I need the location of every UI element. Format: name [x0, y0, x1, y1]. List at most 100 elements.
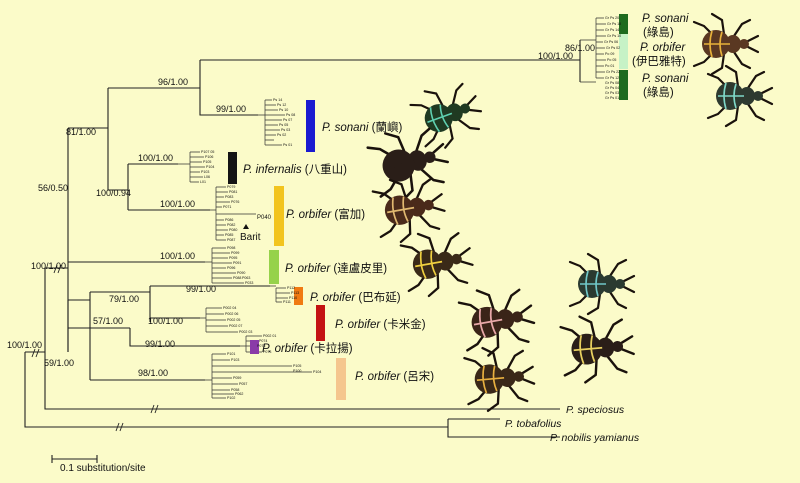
tip-label: P104 — [206, 165, 214, 169]
support-value: 57/1.00 — [93, 316, 123, 326]
clade-label-babuyan: P. orbifer (巴布延) — [310, 291, 401, 304]
tip-label: Ps 14 — [273, 98, 282, 102]
support-value: 56/0.50 — [38, 183, 68, 193]
clade-bars — [228, 14, 628, 400]
tip-label: P098 — [227, 246, 235, 250]
luzon-beetle — [462, 342, 538, 414]
tip-label: Gr Ps 12 — [605, 76, 619, 80]
support-value: 81/1.00 — [66, 127, 96, 137]
tip-label: P075 — [257, 344, 265, 348]
support-values: 96/1.00 86/1.00 100/1.00 99/1.00 81/1.00… — [7, 43, 595, 378]
tip-label: P076 — [231, 200, 239, 204]
clade-label-green-top-place: (綠島) — [643, 25, 674, 39]
dalupiri-beetle — [398, 224, 478, 301]
tip-label: P105 — [293, 364, 301, 368]
clade-labels: P. sonani (綠島) P. orbifer (伊巴雅特) P. sona… — [240, 13, 689, 383]
tip-label: Gr Ps 08 — [605, 81, 619, 85]
outgroup-labels: P. speciosus P. tobafolius P. nobilis ya… — [505, 404, 640, 444]
tip-label: Gr Ps 14 — [605, 28, 619, 32]
green-island-beetle-2 — [706, 64, 774, 128]
tip-fan-babuyan — [270, 285, 290, 303]
clade-label-lanyu: P. sonani (蘭嶼) — [322, 120, 402, 134]
support-value: 100/1.00 — [160, 251, 195, 261]
tip-label: P002 01 — [263, 334, 276, 338]
tip-label: P096 — [227, 266, 235, 270]
tip-labels: Gr Ps 20 Gr Ps 18 Gr Ps 14 Gr Ps 10 Gr P… — [200, 16, 621, 400]
tip-label: P111 — [283, 300, 291, 304]
support-value: 99/1.00 — [145, 339, 175, 349]
support-value: 86/1.00 — [565, 43, 595, 53]
tip-label: P112 — [287, 286, 295, 290]
fuga-beetle — [370, 170, 450, 247]
scale-bar-label: 0.1 substitution/site — [60, 463, 146, 474]
tip-label: Gr Ps 03 — [605, 91, 619, 95]
clade-label-calayan: P. orbifer (卡拉揚) — [262, 341, 353, 355]
tip-fan-lanyu — [258, 99, 285, 146]
clade-label-fuga: P. orbifer (富加) — [286, 207, 365, 221]
support-value: 79/1.00 — [109, 294, 139, 304]
infernalis-beetle — [364, 118, 456, 207]
tip-fan-dalupiri — [205, 247, 244, 284]
barit-arrow — [243, 224, 249, 229]
tip-label: P106 — [205, 155, 213, 159]
clade-label-pale: P. orbifer — [640, 42, 686, 54]
babuyan-beetle — [568, 252, 636, 316]
bar-orange — [294, 287, 303, 305]
green-island-beetle-1 — [692, 12, 760, 76]
tip-label: P103 — [201, 170, 209, 174]
bar-yellow — [274, 186, 284, 246]
tip-label: Po 05 — [607, 58, 616, 62]
support-value: 100/1.00 — [538, 51, 573, 61]
tip-label: P110 — [289, 296, 297, 300]
tip-label: P103 — [231, 358, 239, 362]
support-value: 100/1.00 — [148, 316, 183, 326]
bar-green-bottom — [619, 70, 628, 100]
tip-label: Ps 12 — [277, 103, 286, 107]
tip-label: Gr Ps 04 — [605, 86, 619, 90]
tip-label: P104 — [313, 370, 321, 374]
bar-purple — [250, 340, 259, 354]
tip-fan-green — [580, 17, 606, 83]
scale-bar: 0.1 substitution/site — [51, 455, 146, 474]
tip-label: P058 — [231, 388, 239, 392]
support-value: 99/1.00 — [216, 104, 246, 114]
clade-label-green-bottom: P. sonani — [642, 73, 689, 85]
support-value: 100/0.94 — [96, 188, 131, 198]
tip-label: L01 — [200, 180, 206, 184]
tip-label: P071 — [223, 205, 231, 209]
clade-label-green-bottom-place: (綠島) — [643, 85, 674, 99]
tip-label: Gr Ps 18 — [607, 22, 621, 26]
clade-label-camiguin: P. orbifer (卡米金) — [335, 317, 426, 331]
tip-label: Gr Ps 01 — [605, 96, 619, 100]
tip-label: P083 — [225, 195, 233, 199]
support-value: 59/1.00 — [44, 358, 74, 368]
tip-label: P113 — [291, 291, 299, 295]
clade-label-green-top: P. sonani — [642, 13, 689, 25]
tip-fan-camiguin — [200, 307, 238, 333]
tree-branches — [24, 40, 581, 438]
bar-blue — [306, 100, 315, 152]
calayan-beetle — [558, 311, 637, 386]
tip-label: Ps 07 — [283, 118, 292, 122]
tip-label: P090 — [237, 271, 245, 275]
tip-label: P059 — [233, 376, 241, 380]
outgroup-speciosus: P. speciosus — [566, 404, 625, 416]
tip-label: P099 — [231, 251, 239, 255]
bar-green-top — [619, 14, 628, 34]
tip-label: P085 — [225, 233, 233, 237]
tip-label: Po 01 — [605, 64, 614, 68]
tip-label: Gr Ps 06 — [604, 40, 618, 44]
lanyu-beetle — [406, 74, 490, 155]
bar-light-green — [269, 250, 279, 284]
tip-fan-fuga — [210, 186, 256, 241]
tip-fan-infernalis — [178, 151, 205, 183]
tip-label: Gr Ps 22 — [606, 70, 620, 74]
tip-label: P002 04 — [223, 306, 236, 310]
outgroup-tobafolius: P. tobafolius — [505, 418, 562, 430]
bar-peach — [336, 358, 346, 400]
tip-label: P100 — [293, 369, 301, 373]
tip-label: Gr Ps 02 — [606, 46, 620, 50]
support-value: 96/1.00 — [158, 77, 188, 87]
camiguin-beetle — [456, 280, 540, 361]
